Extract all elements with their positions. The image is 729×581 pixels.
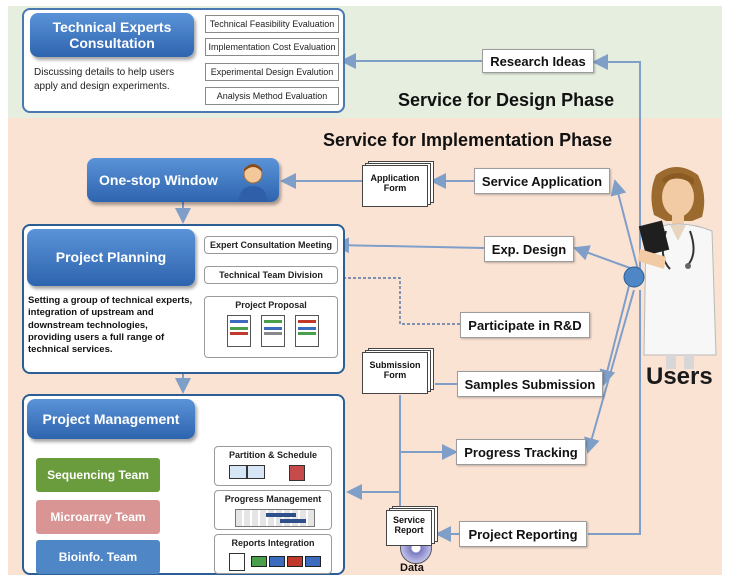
application-form-doc: Application Form	[362, 161, 434, 209]
submission-form-doc: Submission Form	[362, 348, 434, 398]
planning-panel: Project Planning Setting a group of tech…	[22, 224, 345, 374]
project-proposal-label: Project Proposal	[235, 300, 307, 310]
schedule-chart-icon	[247, 465, 265, 479]
consultation-title: Technical Experts Consultation	[30, 13, 194, 57]
expert-consultation-meeting: Expert Consultation Meeting	[204, 236, 338, 254]
reports-integration: Reports Integration	[214, 534, 332, 574]
user-hub-node	[623, 266, 645, 288]
receptionist-icon	[239, 164, 267, 202]
technical-team-division: Technical Team Division	[204, 266, 338, 284]
proposal-doc-icon	[227, 315, 251, 347]
report-block-icon	[251, 556, 267, 567]
report-block-icon	[287, 556, 303, 567]
eval-experimental-design: Experimental Design Evalution	[205, 63, 339, 81]
partition-schedule: Partition & Schedule	[214, 446, 332, 486]
implementation-phase-title: Service for Implementation Phase	[323, 130, 613, 150]
proposal-doc-icon	[295, 315, 319, 347]
bioinfo-team: Bioinfo. Team	[36, 540, 160, 574]
management-panel: Project Management Sequencing Team Micro…	[22, 394, 345, 575]
microarray-team: Microarray Team	[36, 500, 160, 534]
eval-analysis-method: Analysis Method Evaluation	[205, 87, 339, 105]
reports-integration-label: Reports Integration	[231, 538, 315, 548]
progress-management-label: Progress Management	[224, 494, 322, 504]
schedule-doc-icon	[289, 465, 305, 481]
sequencing-team: Sequencing Team	[36, 458, 160, 492]
progress-management: Progress Management	[214, 490, 332, 530]
report-block-icon	[269, 556, 285, 567]
consultation-description: Discussing details to help users apply a…	[34, 67, 175, 92]
eval-technical-feasibility: Technical Feasibility Evaluation	[205, 15, 339, 33]
service-exp-design: Exp. Design	[484, 236, 574, 262]
service-research-ideas: Research Ideas	[482, 49, 594, 73]
project-proposal: Project Proposal	[204, 296, 338, 358]
users-label: Users	[646, 363, 713, 390]
design-phase-title: Service for Design Phase	[398, 90, 615, 110]
data-label: Data	[400, 562, 424, 574]
consultation-panel: Technical Experts Consultation Discussin…	[22, 8, 345, 113]
management-title: Project Management	[27, 399, 195, 439]
planning-title: Project Planning	[27, 229, 195, 286]
service-participate-rd: Participate in R&D	[460, 312, 590, 338]
service-report-doc: Service Report Data	[386, 506, 446, 576]
arrow-service-application	[610, 179, 639, 271]
arrow-research-ideas	[592, 54, 641, 270]
service-application: Service Application	[474, 168, 610, 194]
doctor-user-figure	[638, 167, 717, 369]
service-progress-tracking: Progress Tracking	[456, 439, 586, 465]
proposal-doc-icon	[261, 315, 285, 347]
gantt-chart-icon	[235, 509, 315, 527]
service-samples-submission: Samples Submission	[457, 371, 603, 397]
partition-schedule-label: Partition & Schedule	[228, 450, 317, 460]
report-block-icon	[305, 556, 321, 567]
service-project-reporting: Project Reporting	[459, 521, 587, 547]
report-doc-icon	[229, 553, 245, 571]
eval-implementation-cost: Implementation Cost Evaluation	[205, 38, 339, 56]
schedule-chart-icon	[229, 465, 247, 479]
planning-description: Setting a group of technical experts, in…	[28, 295, 193, 356]
